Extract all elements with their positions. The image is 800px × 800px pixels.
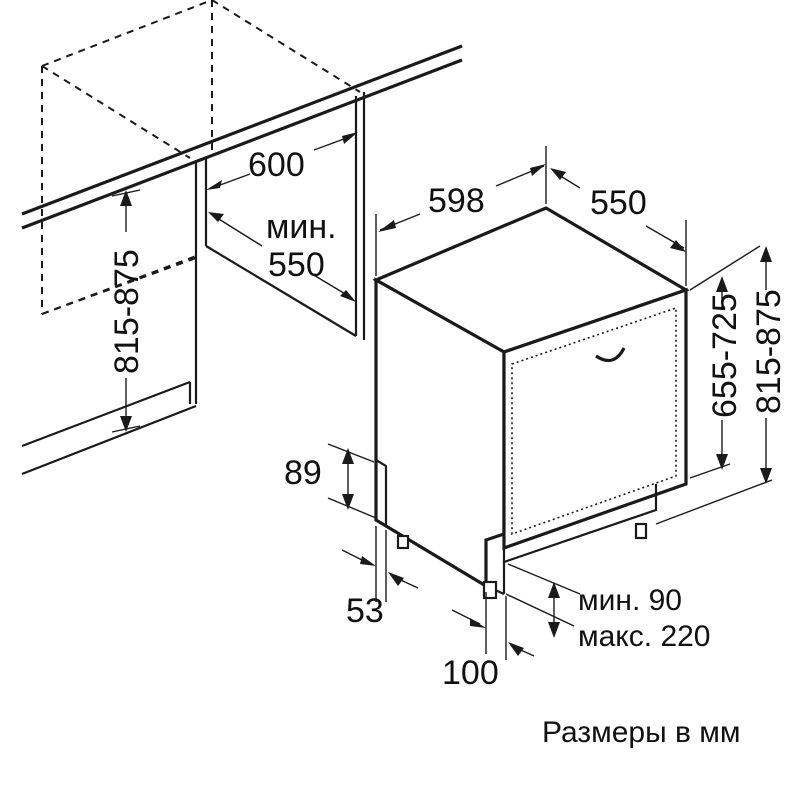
dishwasher-body [372, 206, 690, 600]
niche-depth-prefix-label: мин. [266, 208, 337, 246]
appliance-width-label: 598 [428, 182, 485, 220]
niche-height-label: 815-875 [108, 249, 146, 374]
plinth-depth-dimension [451, 592, 535, 660]
cabinet-niche [21, 0, 463, 476]
toe-kick-dimension [327, 443, 377, 519]
foot-inset-dimension [341, 526, 419, 602]
niche-depth-label: 550 [268, 246, 325, 284]
door-height-label: 655-725 [706, 293, 744, 418]
niche-height-dimension [111, 189, 141, 433]
appliance-depth-dimension [550, 168, 687, 286]
plinth-max-height-label: макс. 220 [578, 620, 711, 653]
plinth-min-height-label: мин. 90 [578, 584, 682, 617]
appliance-height-label: 815-875 [750, 289, 788, 414]
plinth-height-dimension [505, 563, 581, 638]
units-caption: Размеры в мм [542, 716, 741, 749]
plinth-depth-label: 100 [442, 654, 499, 692]
appliance-depth-label: 550 [590, 184, 647, 222]
toe-kick-height-label: 89 [284, 454, 322, 492]
right-height-dimensions [655, 245, 773, 525]
appliance-width-dimension [375, 146, 547, 276]
foot-inset-label: 53 [346, 592, 384, 630]
niche-width-label: 600 [248, 146, 305, 184]
